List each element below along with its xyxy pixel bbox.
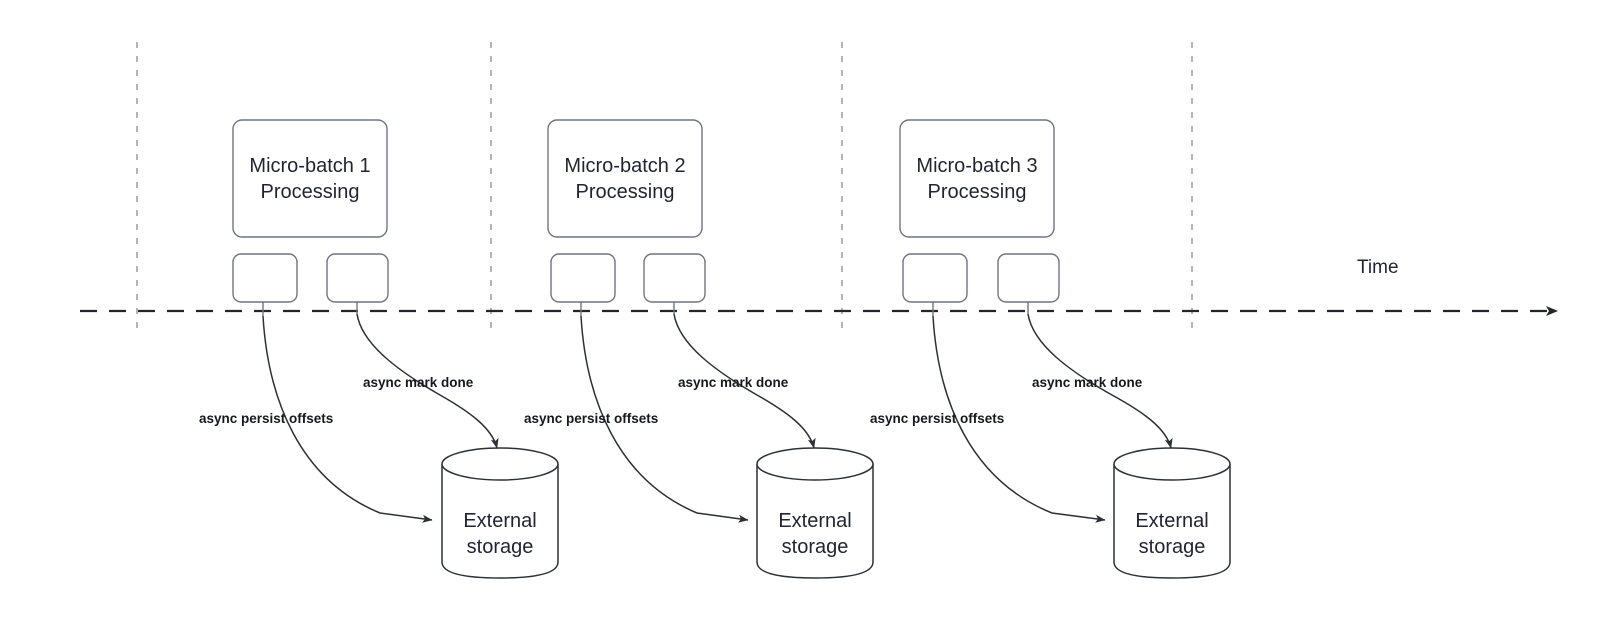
micro-batch-1-label-line2: Processing	[261, 181, 360, 203]
micro-batch-3-box[interactable]	[899, 119, 1055, 238]
external-storage-3-label-line2: storage	[1139, 536, 1206, 558]
external-storage-2-top	[756, 447, 874, 481]
task-box-3a[interactable]	[902, 253, 968, 303]
micro-batch-2-box[interactable]	[547, 119, 703, 238]
async-mark-done-label-2: async mark done	[678, 375, 789, 390]
external-storage-1-label-line1: External	[463, 510, 536, 532]
async-persist-offsets-label-2: async persist offsets	[524, 411, 658, 426]
external-storage-3-label-line1: External	[1135, 510, 1208, 532]
async-mark-done-edge-2	[673, 313, 816, 449]
external-storage-3[interactable]: External storage	[1113, 447, 1231, 579]
task-box-1b[interactable]	[326, 253, 389, 303]
async-persist-offsets-label-3: async persist offsets	[870, 411, 1004, 426]
external-storage-2-label-line1: External	[778, 510, 851, 532]
async-mark-done-edge-1	[356, 313, 499, 449]
task-box-3b[interactable]	[997, 253, 1060, 303]
time-axis-label: Time	[1357, 257, 1399, 278]
task-box-2a[interactable]	[550, 253, 616, 303]
external-storage-3-body	[1113, 464, 1231, 579]
async-mark-done-label-1: async mark done	[363, 375, 474, 390]
external-storage-2-body	[756, 464, 874, 579]
async-mark-done-label-3: async mark done	[1032, 375, 1143, 390]
group-1: Micro-batch 1 Processing External storag…	[199, 119, 559, 579]
micro-batch-3-label-line2: Processing	[928, 181, 1027, 203]
external-storage-1-body	[441, 464, 559, 579]
group-3: Micro-batch 3 Processing External storag…	[870, 119, 1231, 579]
micro-batch-1-label-line1: Micro-batch 1	[249, 155, 370, 177]
async-persist-offsets-edge-2	[580, 315, 749, 523]
task-box-2b[interactable]	[643, 253, 706, 303]
external-storage-2-label-line2: storage	[782, 536, 849, 558]
micro-batch-2-label-line1: Micro-batch 2	[564, 155, 685, 177]
micro-batch-2-label-line2: Processing	[576, 181, 675, 203]
task-box-1a[interactable]	[232, 253, 298, 303]
async-persist-offsets-edge-3	[932, 315, 1106, 523]
external-storage-2[interactable]: External storage	[756, 447, 874, 579]
time-axis: Time	[80, 257, 1558, 316]
async-persist-offsets-label-1: async persist offsets	[199, 411, 333, 426]
micro-batch-3-label-line1: Micro-batch 3	[916, 155, 1037, 177]
group-2: Micro-batch 2 Processing External storag…	[524, 119, 874, 579]
external-storage-1-top	[441, 447, 559, 481]
async-persist-offsets-edge-1	[262, 315, 433, 523]
async-mark-done-edge-3	[1027, 313, 1173, 449]
external-storage-3-top	[1113, 447, 1231, 481]
external-storage-1[interactable]: External storage	[441, 447, 559, 579]
micro-batch-1-box[interactable]	[232, 119, 388, 238]
external-storage-1-label-line2: storage	[467, 536, 534, 558]
